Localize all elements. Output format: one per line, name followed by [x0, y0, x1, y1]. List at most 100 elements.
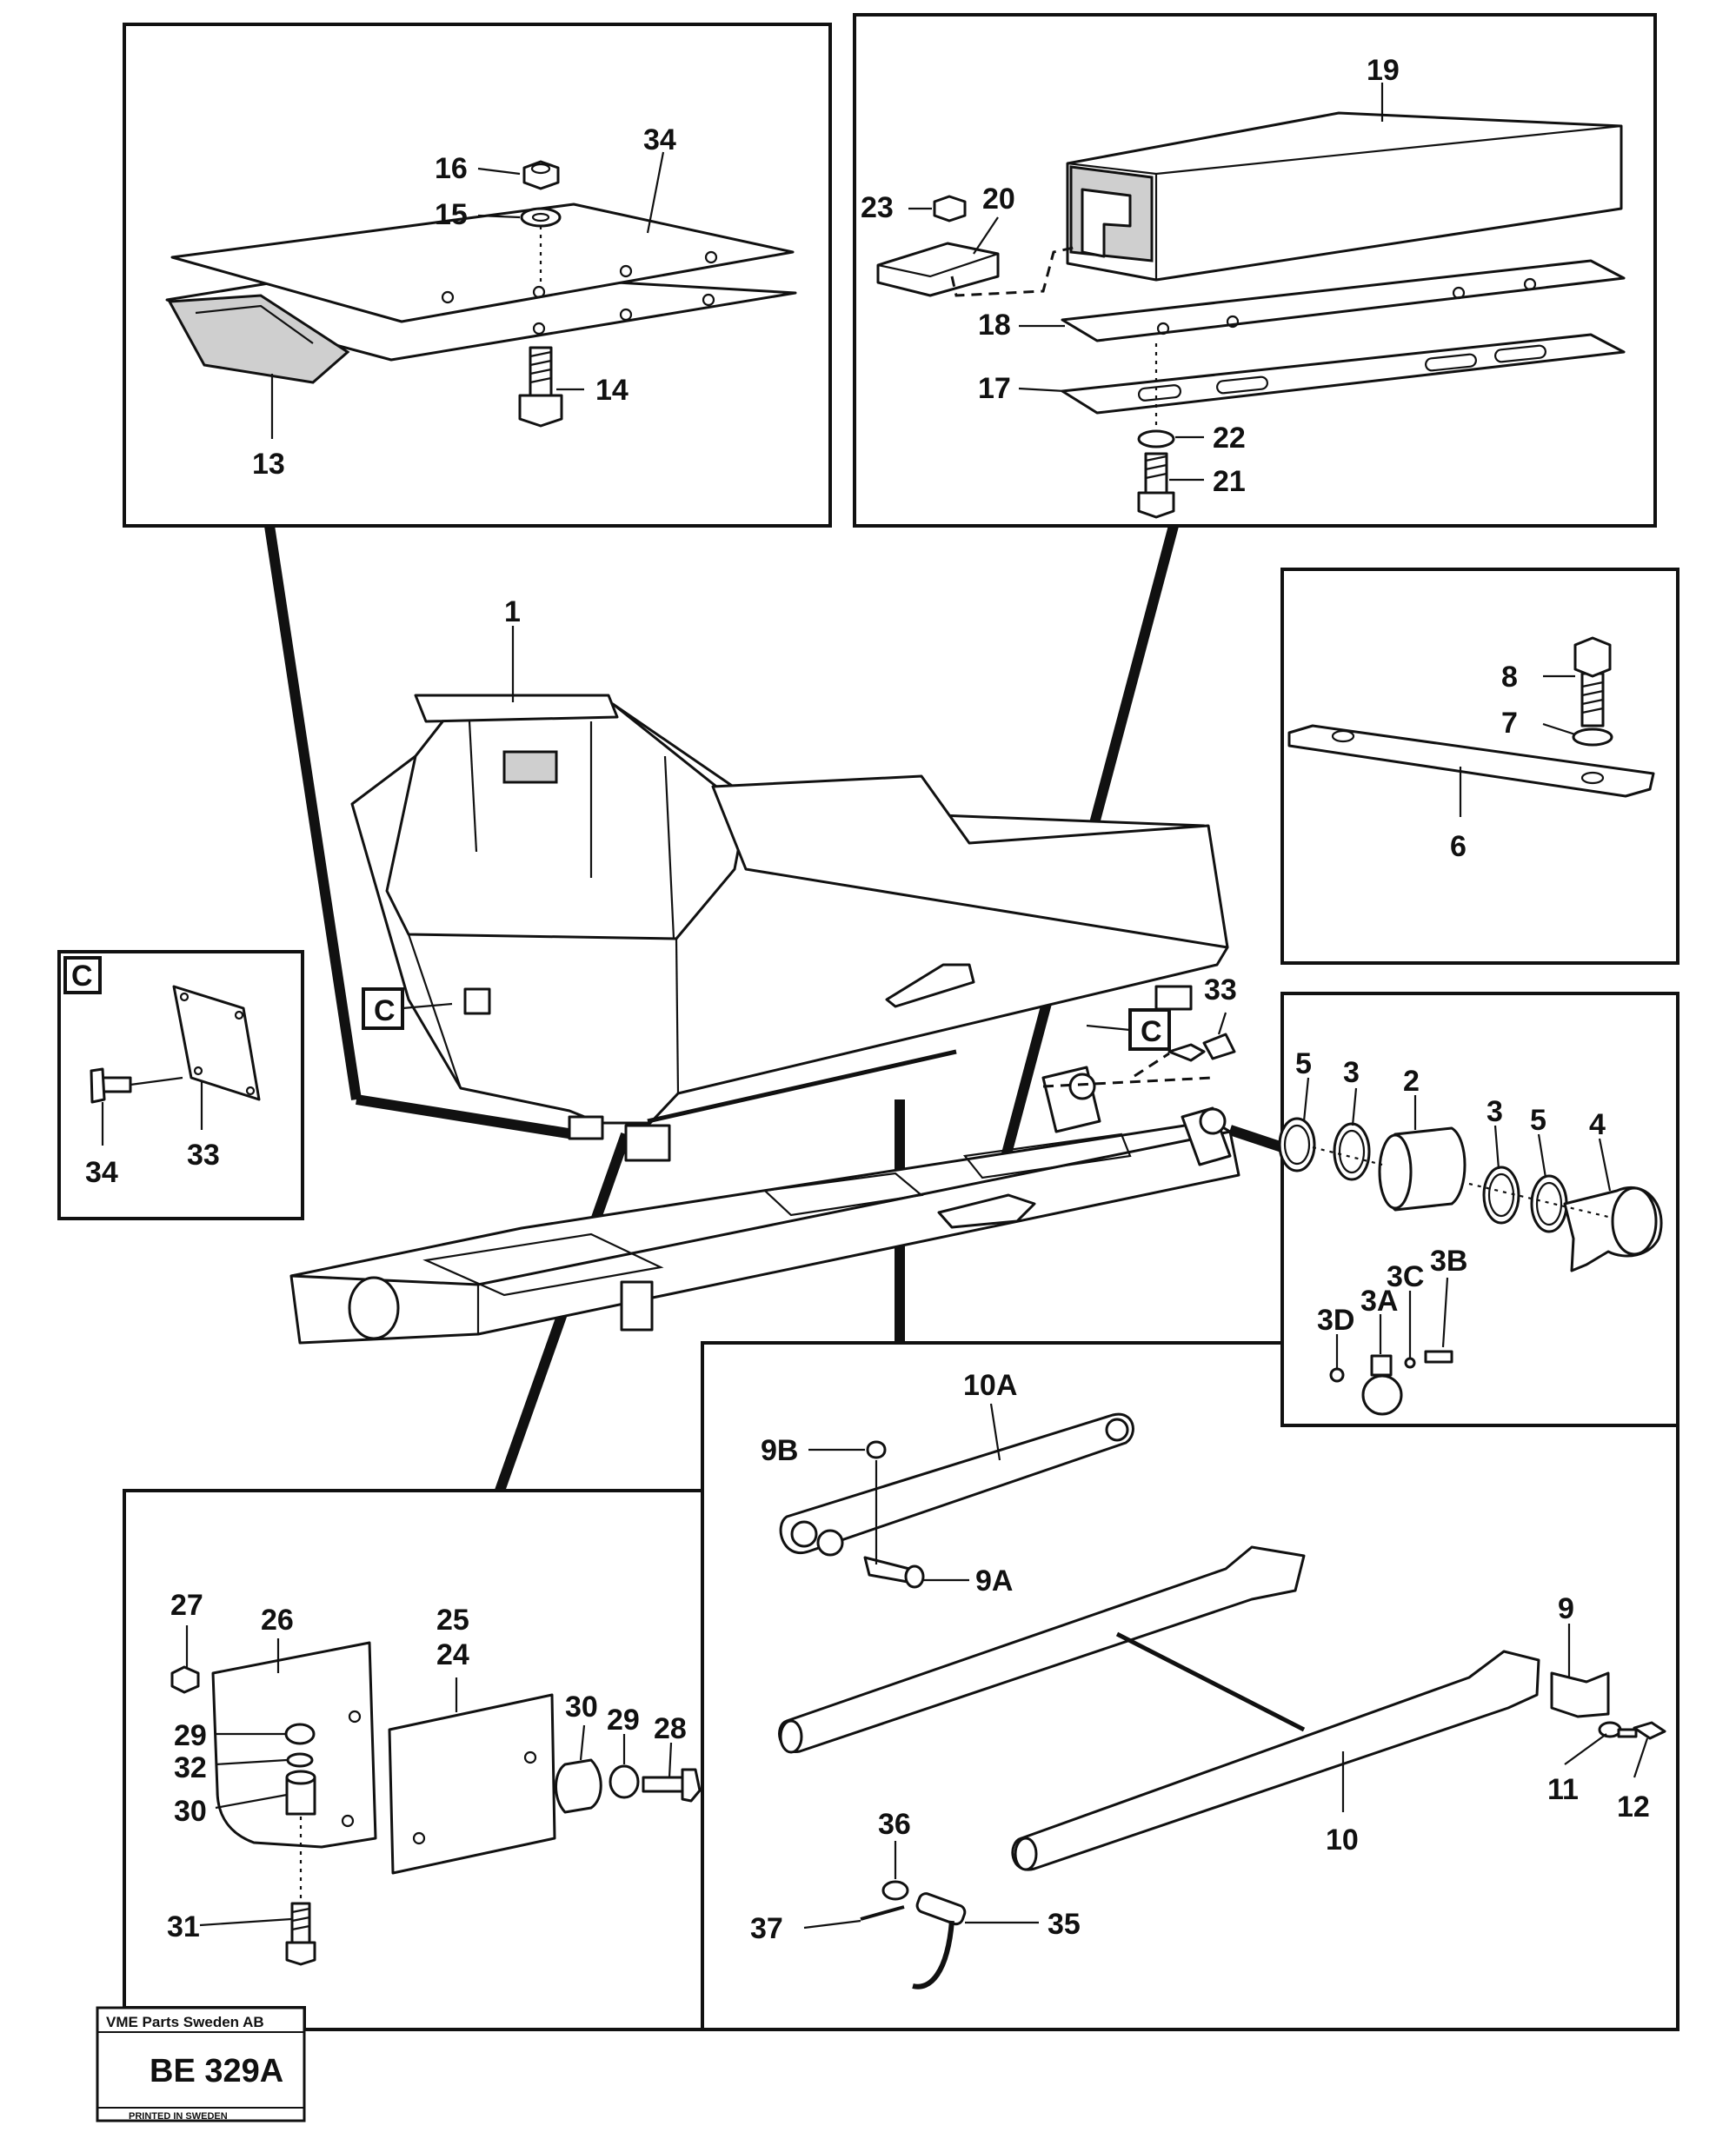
callout-35: 35 [1048, 1908, 1081, 1941]
part-29-nut [284, 1723, 316, 1745]
callout-16: 16 [435, 152, 468, 185]
bracket-hole [341, 1814, 355, 1828]
ring-inner [1338, 1129, 1366, 1174]
grease-arrow [1167, 1043, 1206, 1062]
plate-hole [704, 250, 718, 264]
callout-25: 25 [436, 1604, 469, 1637]
part-3A-clamp-block [1370, 1354, 1393, 1377]
detail-c-box [63, 956, 102, 994]
hinge-bushing [1068, 1073, 1096, 1100]
marker-c-left: C [374, 994, 396, 1027]
spacer-top [285, 1770, 316, 1785]
part-22-washer [1137, 429, 1175, 448]
callout-12: 12 [1617, 1790, 1650, 1823]
plate-hole [412, 1831, 426, 1845]
washer-hole [531, 212, 550, 223]
part-10A-link [779, 1412, 1134, 1555]
leader-11 [1564, 1733, 1607, 1765]
body-wear-pad [624, 1124, 671, 1162]
callout-3B: 3B [1430, 1245, 1467, 1278]
bolt-head [285, 1941, 316, 1966]
connector-line-bushing [1228, 1125, 1284, 1153]
callout-3b: 3 [1487, 1095, 1503, 1128]
callout-3A: 3A [1360, 1285, 1398, 1318]
callout-34b: 34 [85, 1156, 118, 1189]
leader-12 [1633, 1737, 1649, 1778]
dump-body-front [385, 702, 748, 940]
rod-end [779, 1719, 803, 1754]
leader-3b [1493, 1125, 1500, 1170]
part-20-clamp [876, 242, 1000, 297]
center-line [1468, 1182, 1609, 1219]
body-rib [663, 755, 675, 940]
part-28-bolt-shank [642, 1776, 684, 1793]
title-stamp: VME Parts Sweden AB BE 329A PRINTED IN S… [96, 2006, 306, 2122]
body-rib [468, 721, 478, 853]
part-29-nut-b [609, 1764, 640, 1799]
part-35-lock-pin [915, 1892, 967, 1926]
bracket-hole [348, 1710, 362, 1724]
part-3A-clamp-ring [1361, 1374, 1403, 1416]
panel-wear-bar-17-23: 19 23 20 18 17 22 21 [853, 13, 1657, 528]
callout-3C: 3C [1387, 1260, 1424, 1293]
callout-30: 30 [174, 1795, 207, 1828]
marker-c-right: C [1141, 1015, 1162, 1048]
bolt-head [1137, 491, 1175, 519]
part-37-cotter-pin [860, 1905, 905, 1921]
plate-hole [1226, 315, 1240, 329]
callout-19: 19 [1367, 54, 1400, 87]
leader-30b [579, 1724, 586, 1761]
part-7-washer [1572, 727, 1613, 747]
plate-hole [1523, 277, 1537, 291]
part-24-plate [388, 1693, 556, 1875]
part-13-rubber-pad [167, 294, 350, 384]
leader-15 [477, 214, 521, 219]
frame-cutout [962, 1133, 1132, 1179]
plate-slot [1137, 384, 1182, 402]
part-11-washer [1598, 1721, 1622, 1738]
callout-13: 13 [252, 448, 285, 481]
part-3D-nut [1329, 1367, 1345, 1383]
lock-pin-handle [912, 1920, 954, 1990]
callout-6: 6 [1450, 830, 1467, 863]
callout-14: 14 [595, 374, 629, 407]
part-28-bolt-head [681, 1768, 702, 1803]
body-wear-pad [568, 1115, 604, 1140]
body-edge [675, 938, 680, 1094]
plate-hole [193, 1066, 203, 1076]
plate-hole [1331, 729, 1355, 743]
hinge-bushing [1199, 1107, 1227, 1135]
callout-31: 31 [167, 1910, 200, 1943]
part-3C-washer [1404, 1357, 1416, 1369]
part-23-nut [933, 195, 967, 223]
callout-11: 11 [1547, 1773, 1579, 1806]
body-cover-plate [1154, 985, 1193, 1011]
callout-4: 4 [1589, 1108, 1606, 1141]
nut-hole [530, 163, 551, 175]
link-eye [1105, 1418, 1129, 1442]
callout-26: 26 [261, 1604, 294, 1637]
body-lock-lever [885, 963, 975, 1008]
plate-hole [245, 1086, 256, 1096]
hinge-bracket [1181, 1106, 1232, 1166]
part-36-washer [881, 1880, 909, 1901]
plate-slot [1494, 344, 1546, 363]
callout-32: 32 [174, 1751, 207, 1784]
rod-end [1014, 1837, 1038, 1871]
callout-29b: 29 [607, 1704, 640, 1737]
part-26-bracket [211, 1641, 377, 1849]
plate-hole [179, 992, 190, 1002]
bolt-thread [1145, 455, 1167, 480]
part-30-spacer-b [555, 1758, 602, 1814]
callout-30b: 30 [565, 1691, 598, 1724]
leader-17 [1018, 387, 1066, 393]
bolt-thread [291, 1907, 310, 1931]
dump-body-side [711, 774, 1229, 949]
leader-32 [215, 1758, 288, 1766]
link-eye [816, 1529, 844, 1557]
stamp-frame [96, 2006, 306, 2122]
callout-22: 22 [1213, 422, 1246, 455]
leader-3B [1441, 1277, 1449, 1348]
callout-29: 29 [174, 1719, 207, 1752]
